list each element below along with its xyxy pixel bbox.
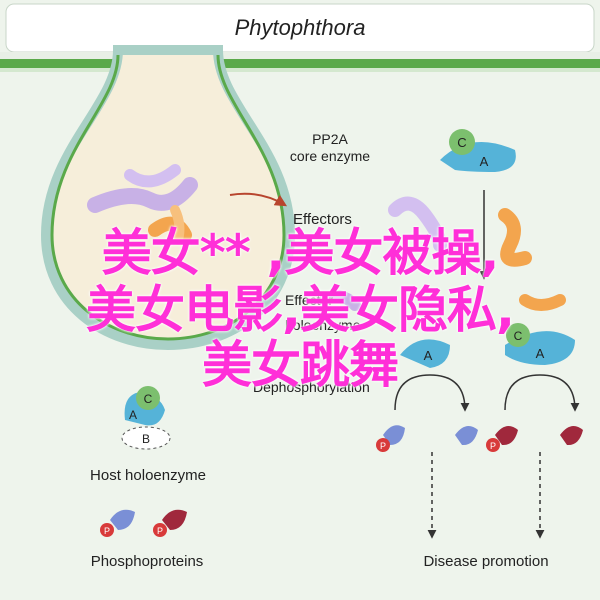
effector-holoenzyme-label-line2: holoenzyme [285,317,361,333]
phosphoprotein-host-1: P [100,509,135,537]
overlay-text-line3: 美女跳舞 [202,336,399,394]
phosphoprotein-1: P [376,425,405,452]
host-a-subunit-label: A [129,408,137,422]
effector-cluster-haustorium [87,164,198,245]
overlay-text-line2: 美女电影,美女隐私, [86,281,515,339]
pp2a-label-line1: PP2A [312,131,348,147]
effector-holoenzyme-label-line1: Effector [285,292,333,308]
host-b-subunit-label: B [142,432,150,446]
phospho-badge-label-2: P [490,441,496,451]
cell-wall [0,52,600,62]
haustorium-membrane [50,54,286,341]
effector-holoenzyme-left: A [400,339,450,368]
membrane-inner-line [0,68,600,72]
disease-promotion-label: Disease promotion [423,553,548,570]
pp2a-a-subunit-label: A [480,154,489,169]
phosphoprotein-host-2: P [153,509,187,537]
phosphoproteins-label: Phosphoproteins [91,553,204,570]
pp2a-core-enzyme-icon: C A [440,129,516,172]
holo-left-a-label: A [424,348,433,363]
phytophthora-title: Phytophthora [235,15,366,40]
effector-holoenzyme-right: C A [505,323,575,365]
dephosphorylated-protein-2 [560,426,583,446]
secretion-arrow [229,192,288,207]
pp2a-c-subunit-label: C [457,135,466,150]
dephosphorylated-protein-1 [455,426,478,446]
host-c-subunit-label: C [144,392,153,406]
pp2a-label-line2: core enzyme [290,148,370,164]
effector-cluster-right [319,196,566,311]
dephos-arrow-right [504,374,580,412]
host-holoenzyme-label: Host holoenzyme [90,467,206,484]
overlay-text-line1: 美女** ,美女被操, [101,224,500,282]
holo-right-c-label: C [514,329,523,343]
dephos-arrow-left [394,374,470,412]
effectors-label: Effectors [293,211,352,228]
holo-right-a-label: A [536,346,545,361]
host-phospho-badge-label-1: P [104,526,110,536]
host-phospho-badge-label-2: P [157,526,163,536]
dephosphorylation-label: Dephosphorylation [253,379,370,395]
phosphoprotein-2: P [486,426,518,452]
phospho-badge-label-1: P [380,441,386,451]
host-holoenzyme-icon: C A B [121,386,171,450]
plant-membrane [0,59,600,68]
